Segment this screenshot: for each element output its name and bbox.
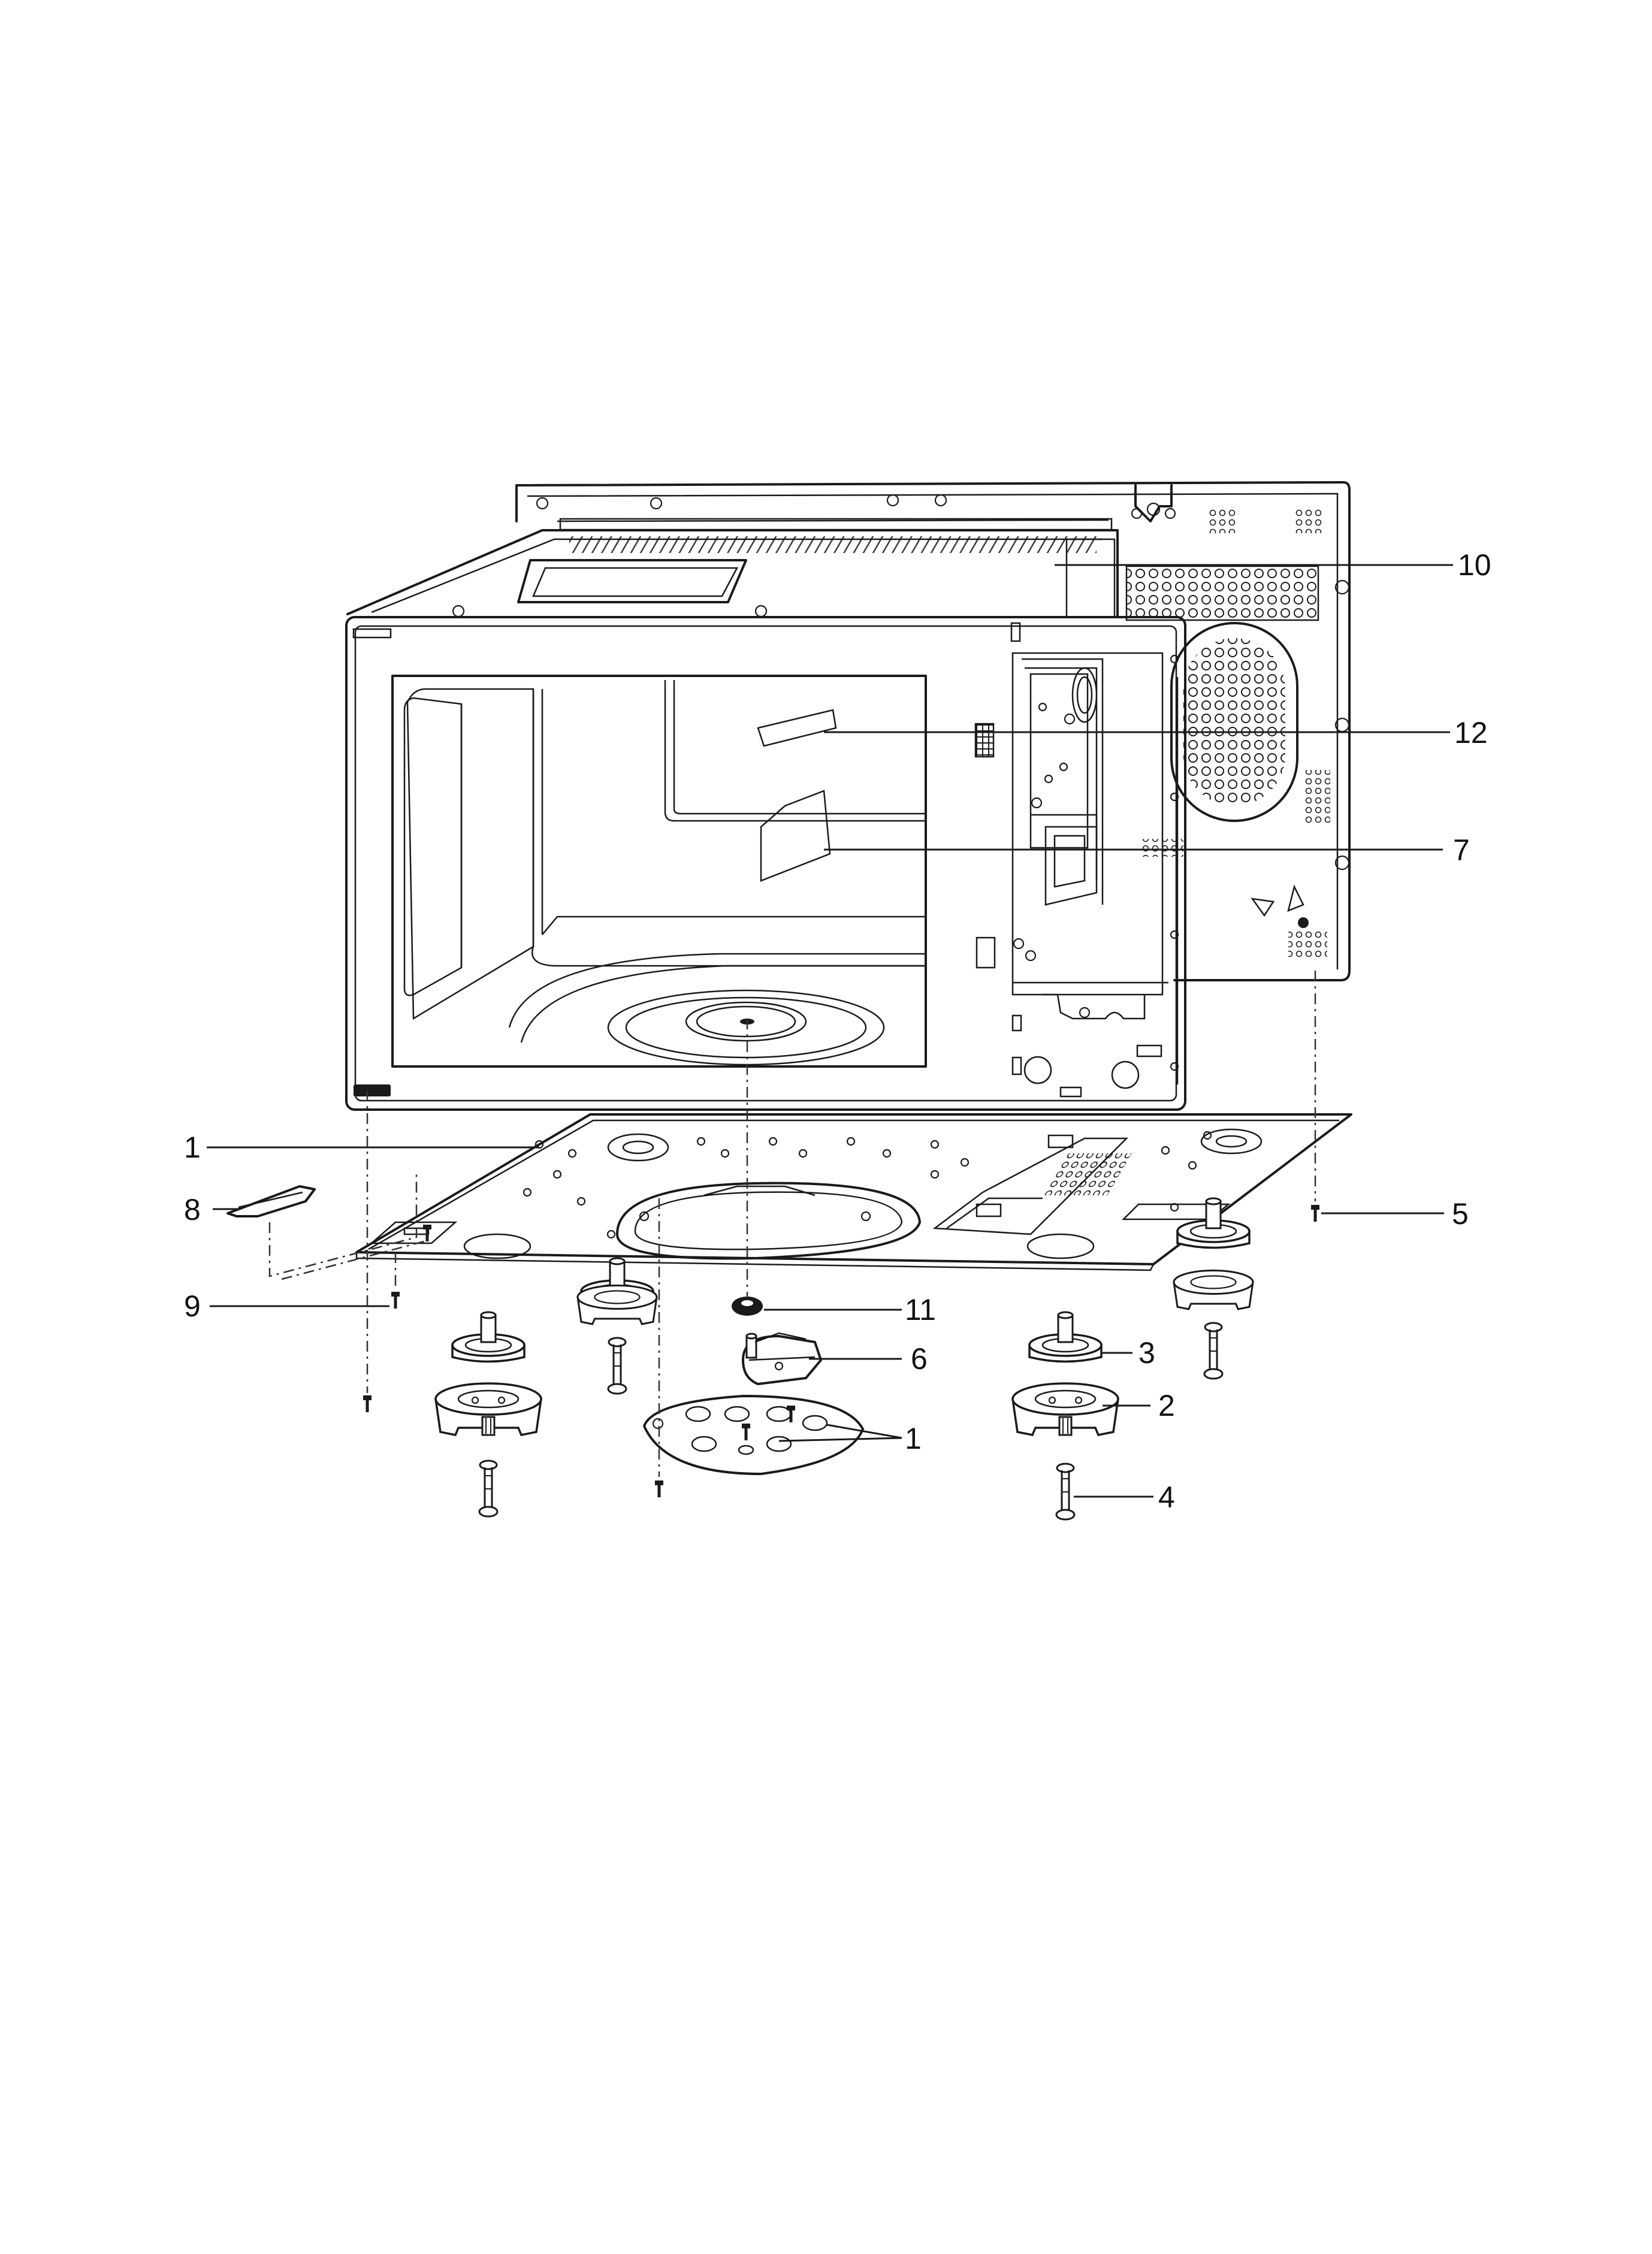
- callout-7: 7: [824, 833, 1470, 867]
- base-plate: [355, 1113, 1352, 1271]
- callout-11: 11: [764, 1293, 936, 1327]
- front-frame: [345, 616, 1186, 1111]
- callout-2: 2: [1103, 1389, 1175, 1422]
- callout-4: 4: [1074, 1480, 1175, 1514]
- callout-label-6: 6: [911, 1342, 928, 1376]
- callout-label-8: 8: [184, 1193, 201, 1226]
- foot-assembly: [434, 1197, 1254, 1521]
- callout-label-12: 12: [1454, 716, 1488, 750]
- callout-6: 6: [809, 1342, 928, 1376]
- assembly-guide-lines: [366, 971, 1316, 1477]
- bracket-part-8: [226, 1171, 429, 1280]
- callout-12: 12: [824, 716, 1488, 750]
- cavity-top: [346, 529, 1119, 618]
- callout-label-1-base: 1: [184, 1131, 201, 1164]
- callout-1-base: 1: [184, 1131, 539, 1164]
- callout-10: 10: [1055, 548, 1491, 582]
- callout-label-11: 11: [905, 1293, 936, 1327]
- callout-label-5: 5: [1452, 1197, 1469, 1231]
- callout-label-1-plate: 1: [905, 1422, 922, 1455]
- callout-label-3: 3: [1138, 1336, 1155, 1370]
- callout-label-2: 2: [1158, 1389, 1175, 1422]
- motor-part-6: [742, 1332, 822, 1385]
- callout-label-4: 4: [1158, 1480, 1175, 1514]
- callout-label-9: 9: [184, 1289, 201, 1323]
- coupler-part-11: [732, 1297, 763, 1316]
- callout-8: 8: [184, 1193, 240, 1226]
- cover-plate: [643, 1395, 864, 1475]
- callout-3: 3: [1101, 1336, 1155, 1370]
- callout-1-plate: 1: [778, 1422, 922, 1455]
- callout-label-10: 10: [1458, 548, 1491, 582]
- callout-9: 9: [184, 1289, 389, 1323]
- callout-5: 5: [1321, 1197, 1469, 1231]
- callout-label-7: 7: [1453, 833, 1470, 867]
